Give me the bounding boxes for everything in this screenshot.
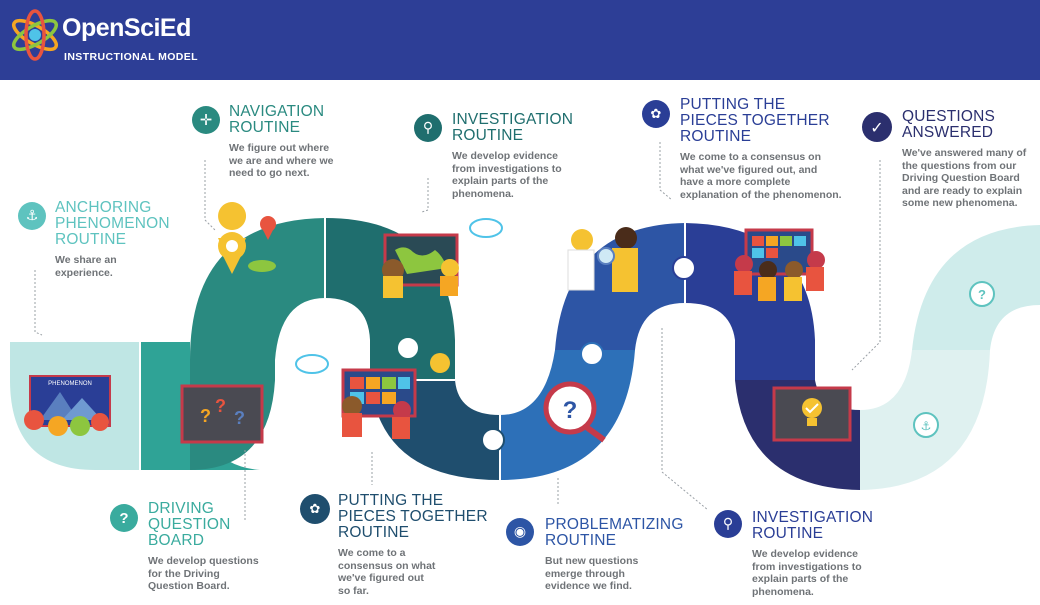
routine-desc: We develop evidence from investigations … bbox=[452, 150, 562, 200]
svg-text:?: ? bbox=[200, 406, 211, 426]
svg-text:PHENOMENON: PHENOMENON bbox=[48, 381, 92, 387]
routine-title: PUTTING THE PIECES TOGETHER ROUTINE bbox=[338, 492, 488, 541]
routine-desc: We figure out where we are and where we … bbox=[229, 142, 334, 179]
svg-text:?: ? bbox=[978, 287, 986, 302]
magnifier-icon: ⚲ bbox=[714, 510, 742, 538]
map-board-illustration bbox=[382, 218, 503, 298]
checkmark-icon: ✓ bbox=[862, 112, 892, 142]
svg-text:⚓: ⚓ bbox=[921, 419, 932, 433]
routine-navigation: NAVIGATION ROUTINE We figure out where w… bbox=[229, 104, 333, 180]
path-segment-dqb bbox=[140, 342, 260, 470]
routine-title: NAVIGATION ROUTINE bbox=[229, 103, 325, 136]
instructional-model-diagram: PHENOMENON ? ? ? bbox=[0, 80, 1040, 605]
routine-desc: We share an experience. bbox=[55, 254, 117, 279]
driving-question-board: DRIVING QUESTION BOARD We develop questi… bbox=[148, 501, 259, 593]
routine-anchoring: ANCHORING PHENOMENON ROUTINE We share an… bbox=[55, 200, 170, 279]
puzzle-icon: ✿ bbox=[642, 100, 670, 128]
routine-title: ANCHORING PHENOMENON ROUTINE bbox=[55, 199, 170, 248]
routine-title: PUTTING THE PIECES TOGETHER ROUTINE bbox=[680, 96, 830, 145]
routine-title: QUESTIONS ANSWERED bbox=[902, 108, 996, 141]
routine-problematizing: PROBLEMATIZING ROUTINE But new questions… bbox=[545, 517, 684, 593]
routine-title: PROBLEMATIZING ROUTINE bbox=[545, 516, 684, 549]
routine-title: DRIVING QUESTION BOARD bbox=[148, 500, 231, 549]
routine-putting-together-2: PUTTING THE PIECES TOGETHER ROUTINE We c… bbox=[338, 493, 488, 597]
routine-desc: But new questions emerge through evidenc… bbox=[545, 555, 639, 592]
routine-putting-together-1: PUTTING THE PIECES TOGETHER ROUTINE We c… bbox=[680, 97, 842, 201]
svg-text:?: ? bbox=[563, 397, 578, 424]
compass-icon: ✛ bbox=[192, 106, 220, 134]
svg-text:?: ? bbox=[215, 396, 226, 416]
map-pin-illustration bbox=[218, 202, 276, 274]
magnifier-question-illustration: ? bbox=[543, 381, 606, 443]
question-icon: ? bbox=[110, 504, 138, 532]
routine-title: INVESTIGATION ROUTINE bbox=[752, 509, 874, 542]
atom-logo-icon bbox=[11, 9, 59, 61]
svg-text:?: ? bbox=[234, 408, 245, 428]
routine-title: INVESTIGATION ROUTINE bbox=[452, 111, 574, 144]
puzzle-board-2-illustration bbox=[734, 228, 825, 301]
routine-desc: We come to a consensus on what we've fig… bbox=[338, 547, 436, 597]
routine-desc: We come to a consensus on what we've fig… bbox=[680, 151, 842, 201]
header-bar: OpenSciEd INSTRUCTIONAL MODEL bbox=[0, 0, 1040, 80]
path-markers: ? ⚓ bbox=[396, 256, 995, 452]
lightbulb-board-illustration bbox=[772, 386, 852, 442]
kids-investigating-illustration bbox=[567, 227, 638, 292]
phenomenon-board-illustration: PHENOMENON bbox=[24, 375, 111, 436]
magnifier-icon: ⚲ bbox=[414, 114, 442, 142]
routine-investigation-1: INVESTIGATION ROUTINE We develop evidenc… bbox=[452, 112, 573, 200]
question-board-illustration: ? ? ? bbox=[180, 384, 264, 444]
routine-desc: We develop questions for the Driving Que… bbox=[148, 555, 259, 592]
routine-desc: We've answered many of the questions fro… bbox=[902, 147, 1027, 209]
puzzle-board-illustration bbox=[295, 353, 450, 439]
puzzle-icon: ✿ bbox=[300, 494, 330, 524]
eye-icon: ◉ bbox=[506, 518, 534, 546]
routine-investigation-2: INVESTIGATION ROUTINE We develop evidenc… bbox=[752, 510, 873, 598]
path-illustration: PHENOMENON ? ? ? bbox=[10, 142, 1040, 520]
routine-desc: We develop evidence from investigations … bbox=[752, 548, 862, 598]
brand-subtitle: INSTRUCTIONAL MODEL bbox=[64, 51, 198, 63]
questions-answered: QUESTIONS ANSWERED We've answered many o… bbox=[902, 109, 1026, 210]
anchor-icon: ⚓ bbox=[18, 202, 46, 230]
brand-name: OpenSciEd bbox=[62, 14, 191, 42]
